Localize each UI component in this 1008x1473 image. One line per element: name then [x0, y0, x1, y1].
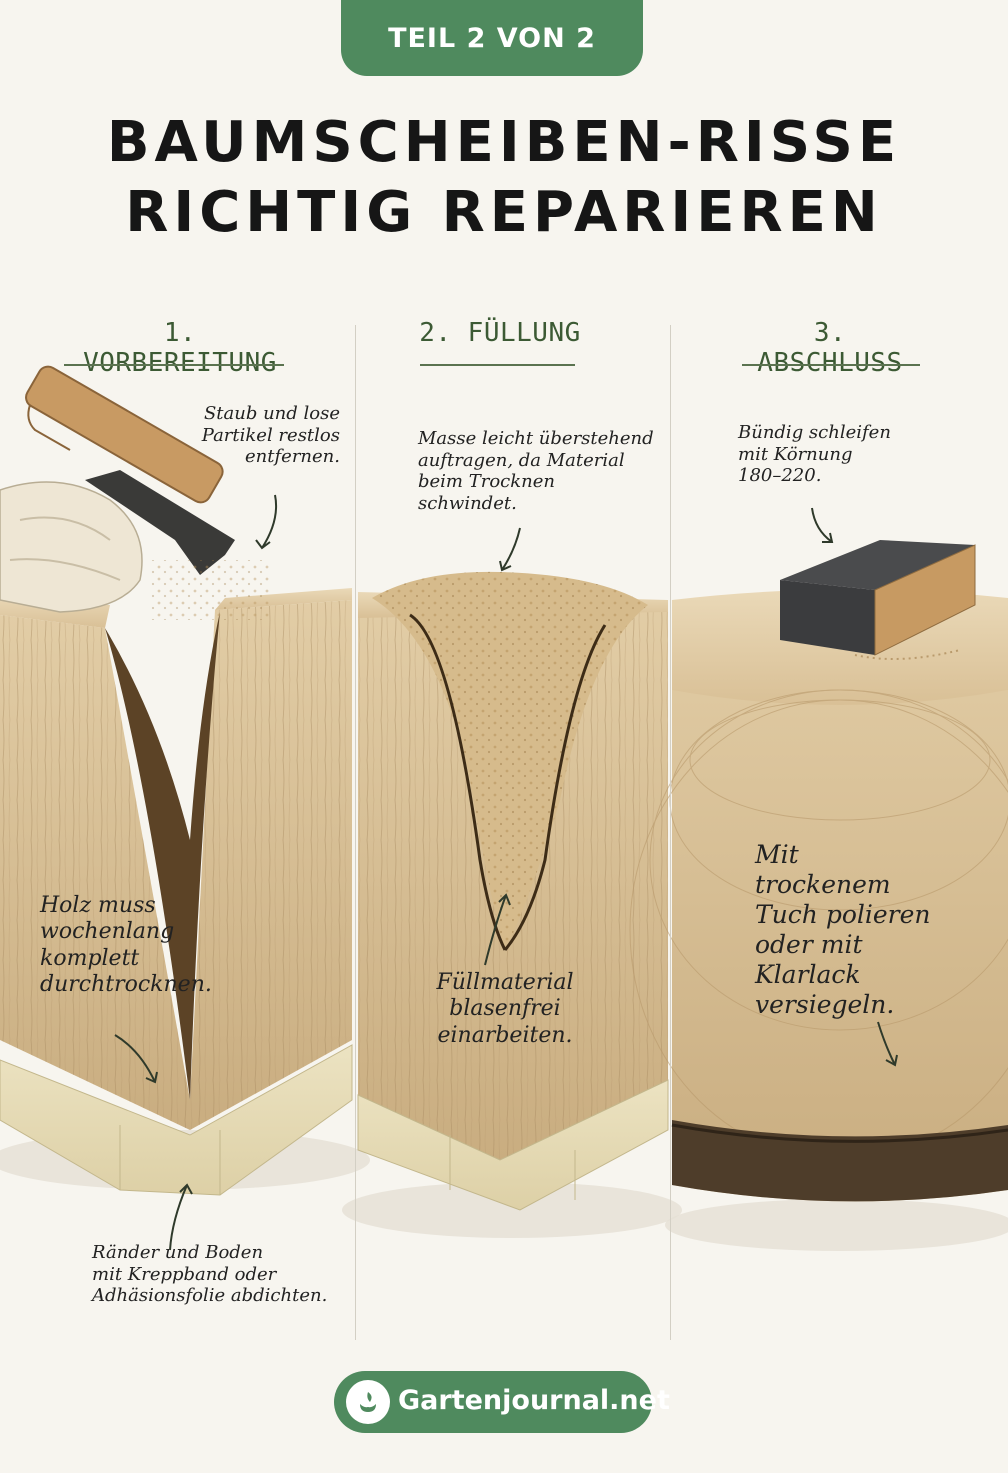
part-badge: TEIL 2 VON 2	[341, 0, 643, 76]
step-2-rule	[420, 364, 575, 366]
step-1-note-mid: Holz muss wochenlang komplett durchtrock…	[40, 893, 212, 998]
step-1-rule	[64, 364, 284, 366]
step-2-note-mid: Füllmaterial blasenfrei einarbeiten.	[436, 970, 574, 1048]
column-divider-2	[670, 325, 671, 1340]
step-3-note-top: Bündig schleifen mit Körnung 180–220.	[738, 422, 891, 487]
step-1-note-top: Staub und lose Partikel restlos entferne…	[201, 403, 340, 468]
step-3-heading: 3. ABSCHLUSS	[757, 318, 903, 378]
sanding-block-icon	[780, 540, 976, 660]
page-title: BAUMSCHEIBEN-RISSE RICHTIG REPARIEREN	[0, 108, 1008, 248]
annotation-arrows	[114, 494, 898, 1251]
cloth-icon	[0, 481, 143, 613]
dust-particles	[150, 560, 270, 620]
footer-brand[interactable]: Gartenjournal.net	[398, 1385, 670, 1416]
column-divider-1	[355, 325, 356, 1340]
step-1-note-bottom: Ränder und Boden mit Kreppband oder Adhä…	[92, 1242, 328, 1307]
filled-log	[342, 571, 682, 1238]
step-3-note-mid: Mit trockenem Tuch polieren oder mit Kla…	[755, 840, 931, 1019]
step-2-note-top: Masse leicht überstehend auftragen, da M…	[418, 428, 654, 514]
step-2-heading: 2. FÜLLUNG	[419, 318, 581, 348]
leaf-hand-icon	[346, 1380, 390, 1424]
title-line-2: RICHTIG REPARIEREN	[125, 180, 883, 245]
title-line-1: BAUMSCHEIBEN-RISSE	[106, 110, 902, 175]
step-1-heading: 1. VORBEREITUNG	[83, 318, 277, 378]
cracked-log	[0, 588, 370, 1196]
step-3-rule	[742, 364, 920, 366]
brush-icon	[25, 365, 235, 575]
